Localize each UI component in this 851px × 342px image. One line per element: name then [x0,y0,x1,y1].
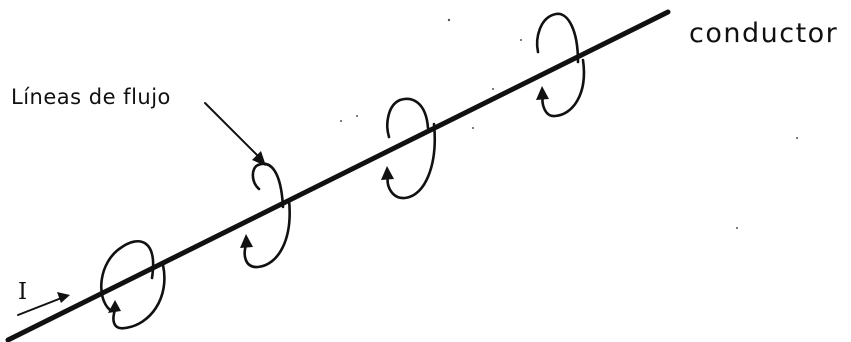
conductor-wire [8,12,668,340]
flux-label-pointer [205,103,266,166]
flux-lines-label: Líneas de flujo [11,85,171,109]
flux-arrowhead [381,166,394,180]
flux-arrowhead [240,234,253,248]
flux-loop [240,164,290,267]
flux-arrowhead [536,86,549,100]
flux-arrowhead [108,300,121,313]
conductor-label: conductor [689,18,838,49]
flux-loop [101,241,164,328]
current-label: I [18,279,27,305]
